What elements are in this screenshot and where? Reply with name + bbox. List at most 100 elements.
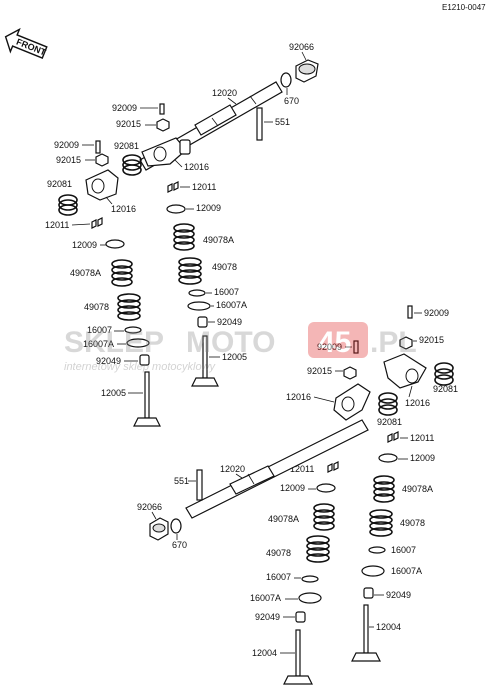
- valve-spring-inner-b: [178, 257, 202, 285]
- stem-seal-c: [363, 587, 374, 599]
- rocker-spring-d: [378, 392, 398, 416]
- watermark-brand-b: MOTO: [186, 326, 275, 359]
- label-16007A-c: 16007A: [391, 566, 422, 576]
- rocker-arm-center-right: [333, 383, 371, 421]
- rocker-arm-left: [85, 169, 119, 201]
- rocker-spring-b: [58, 194, 78, 216]
- front-arrow-icon: FRONT: [4, 27, 48, 59]
- valve-spring-inner-c: [369, 509, 393, 537]
- label-49078-d: 49078: [266, 548, 291, 558]
- label-92009-c: 92009: [424, 308, 449, 318]
- locknut-a: [156, 118, 170, 132]
- label-670-bot: 670: [172, 540, 187, 550]
- rocker-shaft-bottom: [185, 419, 369, 519]
- locknut-d: [343, 366, 357, 380]
- label-49078-c: 49078: [400, 518, 425, 528]
- valve-spring-outer-b: [173, 223, 195, 251]
- adjuster-screw-c: [407, 305, 413, 319]
- label-92015-d: 92015: [307, 366, 332, 376]
- label-92015-c: 92015: [419, 335, 444, 345]
- collet-b: [167, 181, 179, 193]
- label-16007A-a: 16007A: [83, 339, 114, 349]
- label-12011-b: 12011: [192, 182, 216, 192]
- label-92015-b: 92015: [56, 155, 81, 165]
- valve-spring-inner-d: [306, 535, 330, 563]
- pin-551-bottom: [196, 469, 203, 501]
- collet-d: [327, 461, 339, 473]
- label-49078A-b: 49078A: [203, 235, 234, 245]
- collet-a: [91, 217, 103, 229]
- label-551-top: 551: [275, 117, 290, 127]
- label-551-bot: 551: [174, 476, 189, 486]
- label-12004-a: 12004: [376, 622, 401, 632]
- retainer-b: [166, 204, 186, 214]
- label-92081-a: 92081: [114, 141, 139, 151]
- label-49078A-d: 49078A: [268, 514, 299, 524]
- label-92066-top: 92066: [289, 42, 314, 52]
- exhaust-valve-b: [191, 335, 219, 387]
- label-12016-c: 12016: [405, 398, 430, 408]
- label-12016-b: 12016: [111, 204, 136, 214]
- shaft-cap-bottom: [149, 517, 169, 541]
- label-670-top: 670: [284, 96, 299, 106]
- label-92049-d: 92049: [255, 612, 280, 622]
- rocker-arm-top-center: [141, 137, 191, 167]
- label-16007-c: 16007: [391, 545, 416, 555]
- spring-seat-b: [188, 289, 206, 297]
- label-12020-top: 12020: [212, 88, 237, 98]
- label-12009-c: 12009: [410, 453, 435, 463]
- valve-spring-outer-d: [313, 503, 335, 531]
- intake-valve-a: [351, 604, 381, 662]
- spring-seat-outer-d: [298, 592, 322, 604]
- adjuster-screw-a: [159, 103, 165, 115]
- label-16007-d: 16007: [266, 572, 291, 582]
- label-92009-d: 92009: [317, 342, 342, 352]
- label-92081-c: 92081: [433, 384, 458, 394]
- spring-seat-outer-b: [187, 301, 211, 311]
- adjuster-screw-b: [95, 140, 101, 154]
- locknut-c: [399, 336, 413, 350]
- label-92009-a: 92009: [112, 103, 137, 113]
- label-12009-d: 12009: [280, 483, 305, 493]
- label-92015-a: 92015: [116, 119, 141, 129]
- locknut-b: [95, 153, 109, 167]
- stem-seal-a: [139, 354, 150, 366]
- label-92009-b: 92009: [54, 140, 79, 150]
- label-12004-b: 12004: [252, 648, 277, 658]
- label-92081-b: 92081: [47, 179, 72, 189]
- label-92049-c: 92049: [386, 590, 411, 600]
- label-16007-a: 16007: [87, 325, 112, 335]
- label-49078-a: 49078: [84, 302, 109, 312]
- label-92081-d: 92081: [377, 417, 402, 427]
- stem-seal-d: [295, 611, 306, 623]
- label-16007A-d: 16007A: [250, 593, 281, 603]
- label-12009-a: 12009: [72, 240, 97, 250]
- collet-c: [387, 431, 399, 443]
- front-label: FRONT: [15, 37, 48, 58]
- rocker-spring-a: [122, 154, 142, 176]
- label-49078A-a: 49078A: [70, 268, 101, 278]
- stem-seal-b: [197, 316, 208, 328]
- label-92066-bot: 92066: [137, 502, 162, 512]
- label-12011-c: 12011: [410, 433, 434, 443]
- label-12009-b: 12009: [196, 203, 221, 213]
- label-12005-a: 12005: [101, 388, 126, 398]
- spring-seat-outer-c: [361, 565, 385, 577]
- valve-spring-outer-c: [373, 475, 395, 503]
- spring-seat-c: [368, 546, 386, 554]
- label-16007A-b: 16007A: [216, 300, 247, 310]
- spring-seat-d: [301, 575, 319, 583]
- spring-seat-a: [124, 326, 142, 334]
- exhaust-valve-a: [133, 371, 161, 427]
- o-ring-top: [280, 72, 292, 88]
- watermark-brand-a: SKLEP: [64, 326, 164, 359]
- o-ring-bottom: [170, 518, 182, 534]
- label-92049-a: 92049: [96, 356, 121, 366]
- label-16007-b: 16007: [214, 287, 239, 297]
- retainer-c: [378, 453, 398, 463]
- spring-seat-outer-a: [126, 338, 150, 348]
- label-12016-a: 12016: [184, 162, 209, 172]
- label-12011-a: 12011: [45, 220, 69, 230]
- label-12020-bot: 12020: [220, 464, 245, 474]
